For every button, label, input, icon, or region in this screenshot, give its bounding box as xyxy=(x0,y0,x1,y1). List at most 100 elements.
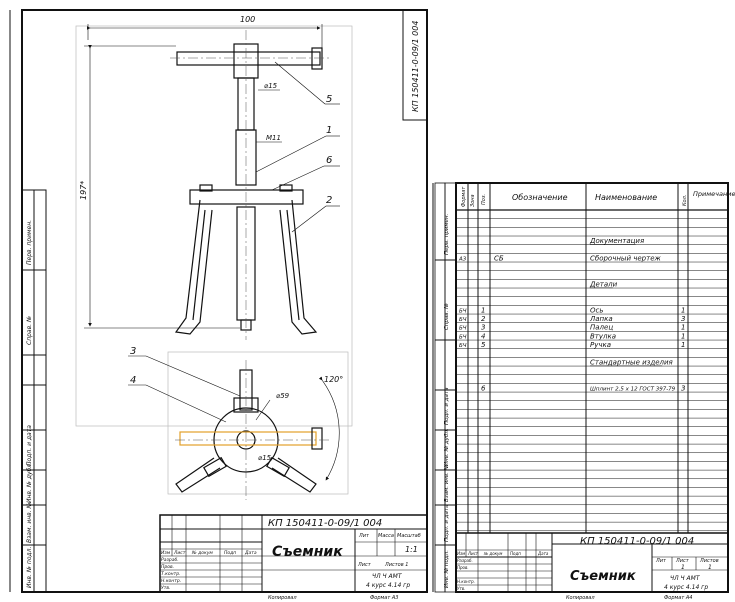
tb1-group: 4 курс 4.14 гр xyxy=(366,582,410,589)
tb2-col-list: Лист xyxy=(675,558,690,564)
tb1-row-date: Дата xyxy=(244,550,257,556)
tb2-row-doc: № докум xyxy=(483,551,502,556)
tb1-col-mass: Масса xyxy=(378,533,394,539)
spec-format: А3 xyxy=(458,256,467,262)
spec-format: БЧ xyxy=(459,326,467,332)
dim-thread: M11 xyxy=(266,134,281,142)
side-label: Инв. № дубл. xyxy=(444,428,450,466)
hdr-pos: Поз. xyxy=(481,194,487,205)
side-label: Взам. инв. № xyxy=(444,464,450,502)
dimensions-front xyxy=(84,24,323,329)
spec-pos: 5 xyxy=(481,341,486,349)
tb2-razrab: Разраб. xyxy=(457,558,473,563)
tb1-sheet: Лист xyxy=(357,562,372,568)
tb2-copied: Копировал xyxy=(566,595,595,601)
tb2-row-date: Дата xyxy=(537,551,549,556)
spec-qty: 1 xyxy=(681,306,685,314)
hdr-format: Формат xyxy=(461,186,467,207)
tb2-list-no: 1 xyxy=(681,564,685,571)
sheet-specification: Перв. примен. Справ. № Подп. и дата Инв.… xyxy=(432,182,735,601)
tb1-utv: Утв. xyxy=(161,585,170,591)
side-label: Перв. примен. xyxy=(26,220,33,265)
spec-section-title: Детали xyxy=(589,280,618,288)
callout-2: 2 xyxy=(326,195,332,206)
tb2-format: Формат А4 xyxy=(664,595,692,601)
tb1-name: Съемник xyxy=(272,544,343,560)
hdr-designation: Обозначение xyxy=(512,193,568,202)
dim-diameter-15: ⌀15 xyxy=(258,454,272,462)
callout-4: 4 xyxy=(130,375,136,386)
titleblock-sheet1 xyxy=(159,514,428,593)
tb1-scale: 1:1 xyxy=(405,545,418,554)
tb1-row-sign: Подп xyxy=(224,550,236,556)
side-label: Справ. № xyxy=(444,303,450,330)
tb2-col-lists: Листов xyxy=(699,558,719,564)
sheet1-frame xyxy=(21,9,428,593)
tb1-org: ЧЛ Ч АМТ xyxy=(372,573,403,580)
spec-qty: 1 xyxy=(681,341,685,349)
tb1-razrab: Разраб. xyxy=(161,557,179,563)
side-label: Подп. и дата xyxy=(444,387,450,425)
callout-3: 3 xyxy=(130,346,136,357)
spec-name: Сборочный чертеж xyxy=(590,254,661,262)
hdr-note: Примечание xyxy=(693,190,735,198)
dim-height: 197* xyxy=(79,181,88,200)
rotated-stamp: КП 150411-0-09/1 004 xyxy=(411,21,420,112)
spec-name: Ось xyxy=(590,306,603,314)
dim-width: 100 xyxy=(240,15,255,24)
spec-format: БЧ xyxy=(459,334,467,340)
tb1-tkontr: Т.контр. xyxy=(161,571,181,577)
side-label: Инв. № подл. xyxy=(444,550,450,588)
side-label: Перв. примен. xyxy=(444,213,450,255)
spec-name: Шплинт 2,5 х 12 ГОСТ 397-79 xyxy=(590,386,676,392)
tb2-lists-no: 1 xyxy=(708,564,712,571)
spec-qty: 1 xyxy=(681,324,685,332)
hdr-name: Наименование xyxy=(595,193,657,202)
spec-section-title: Документация xyxy=(589,237,644,245)
side-label: Справ. № xyxy=(26,316,33,345)
tb2-nkontr: Н.контр. xyxy=(457,579,475,584)
spec-name: Ручка xyxy=(590,341,611,349)
spec-format: БЧ xyxy=(459,343,467,349)
tb2-org: ЧЛ Ч АМТ xyxy=(670,575,701,582)
spec-pos: 2 xyxy=(481,315,486,323)
tb1-row-list: Лист xyxy=(173,550,186,556)
puller-front-view xyxy=(170,30,330,340)
spec-designation: СБ xyxy=(494,254,504,262)
tb2-utv: Утв. xyxy=(457,586,465,591)
dim-diameter-59: ⌀59 xyxy=(276,392,290,400)
tb1-prov: Пров. xyxy=(161,564,174,570)
dim-angle: 120° xyxy=(324,375,343,384)
tb2-row-izm: Изм xyxy=(457,551,465,556)
spec-pos: 3 xyxy=(481,324,485,332)
tb1-row-izm: Изм xyxy=(161,550,171,556)
side-label: Взам. инв. № xyxy=(26,502,33,543)
spec-pos: 4 xyxy=(481,332,485,340)
side-label: Подп. и дата xyxy=(444,504,450,542)
callout-6: 6 xyxy=(326,155,332,166)
spec-qty: 3 xyxy=(681,384,685,392)
spec-qty: 1 xyxy=(681,332,685,340)
tb1-code: КП 150411-0-09/1 004 xyxy=(268,518,382,529)
tb1-format: Формат А3 xyxy=(370,595,398,601)
callout-5: 5 xyxy=(326,94,332,105)
tb2-row-sign: Подп xyxy=(510,551,521,556)
tb1-row-doc: № докум xyxy=(191,550,213,556)
tb2-prov: Пров. xyxy=(457,565,469,570)
spec-pos: 1 xyxy=(481,306,485,314)
tb2-name: Съемник xyxy=(570,569,637,584)
tb1-col-scale: Масштаб xyxy=(397,533,421,539)
tb1-copied: Копировал xyxy=(268,595,297,601)
tb1-nkontr: Н.контр. xyxy=(161,578,181,584)
sheet-assembly: Перв. примен. Справ. № Подп. и дата Инв.… xyxy=(9,9,428,601)
spec-format: БЧ xyxy=(459,308,467,314)
side-label: Подп. и дата xyxy=(26,425,33,466)
puller-top-view xyxy=(175,360,330,500)
tb2-group: 4 курс 4.14 гр xyxy=(664,584,708,591)
spec-section-title: Стандартные изделия xyxy=(590,358,673,366)
dim-diameter: ⌀15 xyxy=(264,82,278,90)
tb1-col-lit: Лит xyxy=(358,533,370,539)
